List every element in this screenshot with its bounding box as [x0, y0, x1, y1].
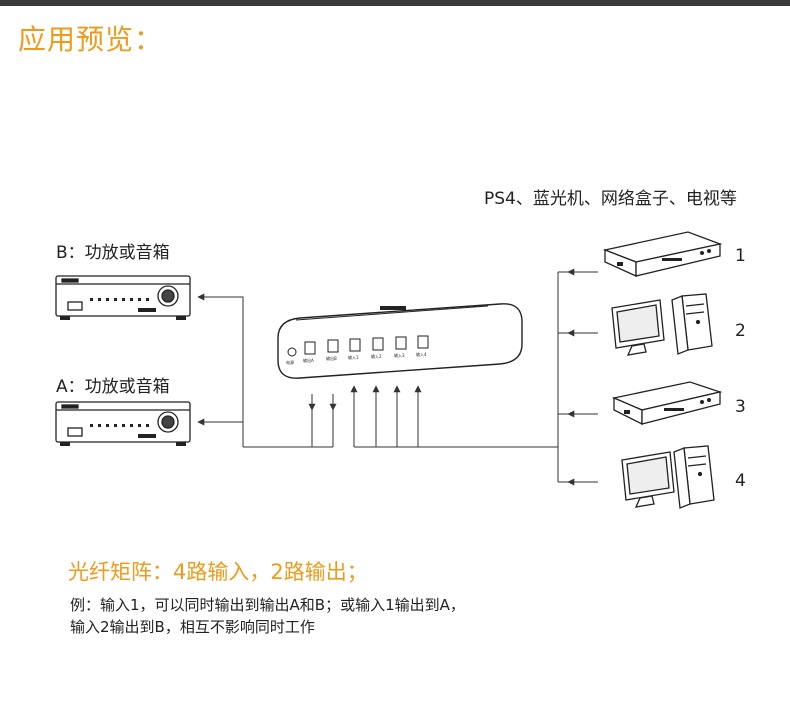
page-title: 应用预览： — [18, 23, 164, 56]
matrix-ports — [304, 335, 429, 355]
matrix-caption: 光纤矩阵：4路输入，2路输出； — [68, 560, 368, 584]
port-label-4: 输入3 — [394, 352, 405, 358]
source-number-4: 4 — [735, 471, 746, 491]
set-top-box-icon — [602, 231, 723, 278]
output-b-label: B：功放或音箱 — [56, 243, 170, 263]
port-label-2: 输入1 — [348, 354, 359, 360]
port-label-5: 输入4 — [416, 351, 427, 357]
output-a-label: A：功放或音箱 — [56, 377, 170, 397]
fiber-matrix-device: 输出A 输出B 输入1 输入2 输入3 输入4 电源 — [277, 303, 523, 379]
set-top-box-icon — [611, 381, 723, 426]
port-label-1: 输出B — [326, 355, 337, 361]
power-label: 电源 — [286, 359, 294, 365]
connection-lines — [197, 268, 598, 486]
port-label-3: 输入2 — [371, 353, 382, 359]
amplifier-a-icon — [55, 401, 191, 446]
source-number-3: 3 — [735, 397, 746, 417]
example-line-1: 例：输入1，可以同时输出到输出A和B；或输入1输出到A， — [70, 596, 465, 614]
source-number-2: 2 — [735, 321, 746, 341]
example-line-2: 输入2输出到B，相互不影响同时工作 — [70, 618, 315, 636]
computer-icon — [611, 293, 713, 356]
source-number-1: 1 — [735, 246, 746, 266]
sources-label: PS4、蓝光机、网络盒子、电视等 — [484, 189, 737, 209]
amplifier-b-icon — [55, 275, 191, 320]
top-bar — [0, 0, 790, 6]
computer-icon — [621, 445, 715, 509]
port-label-0: 输出A — [303, 357, 314, 363]
